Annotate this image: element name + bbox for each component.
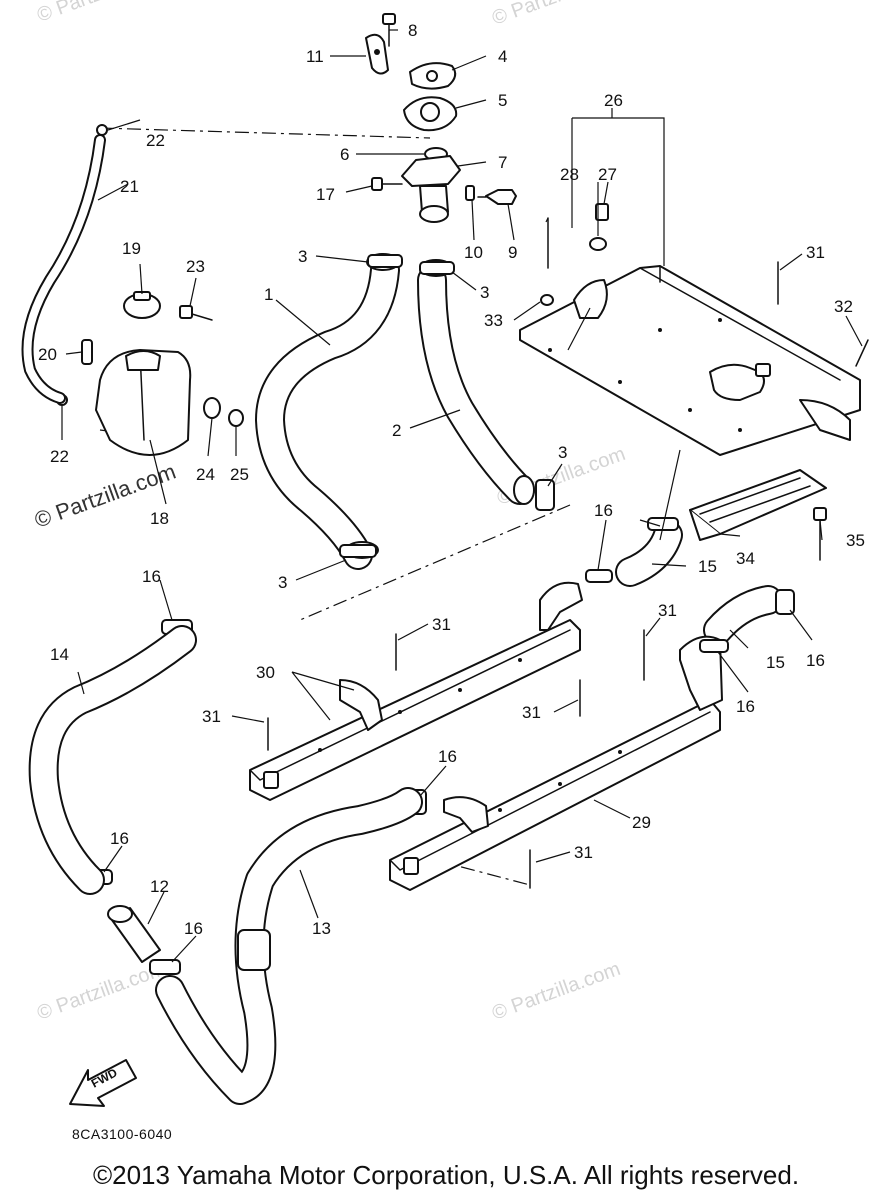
watermark: © Partzilla.com — [489, 958, 623, 1025]
hose-15 — [615, 517, 795, 645]
callout-label: 3 — [480, 283, 489, 302]
callout-label: 15 — [698, 557, 717, 576]
leader-lines — [61, 29, 863, 963]
callout-label: 20 — [38, 345, 57, 364]
hose-21 — [21, 134, 106, 404]
callout-label: 26 — [604, 91, 623, 110]
watermark: © Partzilla.com — [34, 958, 168, 1025]
callout-label: 13 — [312, 919, 331, 938]
callout-label: 2 — [392, 421, 401, 440]
heat-exchanger-29 — [389, 629, 723, 891]
callout-label: 8 — [408, 21, 417, 40]
heat-exchanger-upper — [519, 203, 869, 456]
callout-label: 5 — [498, 91, 507, 110]
bracket-33 — [689, 469, 827, 561]
callout-label: 27 — [598, 165, 617, 184]
callout-label: 25 — [230, 465, 249, 484]
thermostat-housing — [365, 13, 517, 223]
hose-13 — [155, 787, 423, 1105]
callout-label: 23 — [186, 257, 205, 276]
hose-14 — [28, 625, 197, 895]
callout-label: 16 — [184, 919, 203, 938]
callout-label: 16 — [806, 651, 825, 670]
callout-label: 11 — [306, 47, 324, 66]
callout-label: 6 — [340, 145, 349, 164]
joint-12 — [107, 905, 161, 963]
fwd-arrow-icon: FWD — [69, 1059, 137, 1107]
callout-label: 31 — [432, 615, 451, 634]
callout-label: 31 — [806, 243, 825, 262]
callout-numbers: 1 2 3 3 3 3 4 5 6 7 8 9 10 11 12 13 14 1… — [38, 21, 865, 938]
heat-exchanger-30 — [249, 581, 583, 801]
callout-label: 3 — [278, 573, 287, 592]
callout-label: 16 — [594, 501, 613, 520]
hose-clamp — [339, 254, 555, 558]
callout-label: 31 — [658, 601, 677, 620]
reference-line — [434, 859, 531, 886]
callout-label: 16 — [110, 829, 129, 848]
callout-label: 16 — [438, 747, 457, 766]
callout-label: 34 — [736, 549, 755, 568]
callout-label: 9 — [508, 243, 517, 262]
callout-label: 17 — [316, 185, 335, 204]
callout-label: 10 — [464, 243, 483, 262]
callout-label: 1 — [264, 285, 273, 304]
callout-label: 31 — [202, 707, 221, 726]
callout-label: 21 — [120, 177, 139, 196]
callout-label: 24 — [196, 465, 215, 484]
hose-2 — [417, 259, 535, 505]
callout-label: 30 — [256, 663, 275, 682]
callout-label: 22 — [50, 447, 69, 466]
callout-label: 32 — [834, 297, 853, 316]
callout-label: 31 — [522, 703, 541, 722]
callout-label: 12 — [150, 877, 169, 896]
coolant-reservoir — [56, 124, 244, 456]
reference-line — [299, 504, 571, 621]
callout-label: 35 — [846, 531, 865, 550]
watermark: © Partzilla.com — [489, 0, 623, 30]
callout-label: 18 — [150, 509, 169, 528]
callout-label: 15 — [766, 653, 785, 672]
callout-label: 29 — [632, 813, 651, 832]
callout-label: 14 — [50, 645, 69, 664]
callout-label: 33 — [484, 311, 503, 330]
reference-line — [99, 127, 431, 139]
copyright-notice: ©2013 Yamaha Motor Corporation, U.S.A. A… — [92, 1160, 800, 1190]
callout-label: 19 — [122, 239, 141, 258]
callout-label: 28 — [560, 165, 579, 184]
callout-label: 3 — [298, 247, 307, 266]
callout-label: 7 — [498, 153, 507, 172]
hose-1 — [255, 253, 400, 570]
callout-label: 31 — [574, 843, 593, 862]
callout-label: 16 — [736, 697, 755, 716]
callout-label: 4 — [498, 47, 507, 66]
callout-label: 22 — [146, 131, 165, 150]
callout-label: 3 — [558, 443, 567, 462]
watermark: © Partzilla.com — [34, 0, 168, 27]
callout-label: 16 — [142, 567, 161, 586]
drawing-code: 8CA3100-6040 — [72, 1126, 173, 1142]
